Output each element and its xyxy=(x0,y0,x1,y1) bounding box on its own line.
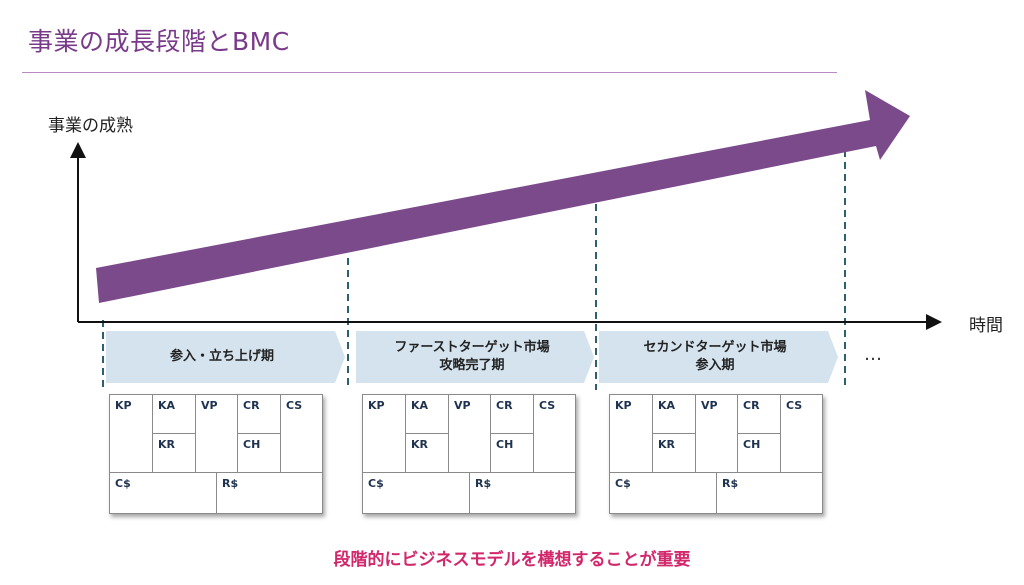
bmc-ka: KA xyxy=(653,395,696,434)
bmc-cost: C$ xyxy=(363,473,470,513)
bmc-canvas-2: KP KA KR VP CR CH CS C$ R$ xyxy=(362,394,576,514)
bmc-ch: CH xyxy=(738,434,781,473)
phase-chevron-1 xyxy=(106,331,345,383)
bmc-ka: KA xyxy=(153,395,196,434)
growth-arrow xyxy=(96,90,910,303)
bmc-revenue: R$ xyxy=(722,477,739,490)
bmc-kp: KP xyxy=(610,395,653,473)
bmc-ch: CH xyxy=(238,434,281,473)
bmc-kr: KR xyxy=(406,434,449,473)
x-axis-label: 時間 xyxy=(969,316,1003,336)
y-axis-label: 事業の成熟 xyxy=(48,116,133,136)
continuation-ellipsis: … xyxy=(864,344,884,365)
bmc-cr: CR xyxy=(491,395,534,434)
bmc-canvas-1: KP KA KR VP CR CH CS C$ R$ xyxy=(109,394,323,514)
phase-label-3: セカンドターゲット市場 参入期 xyxy=(643,340,787,373)
bmc-ch: CH xyxy=(491,434,534,473)
bmc-cost: C$ xyxy=(110,473,217,513)
bmc-kr: KR xyxy=(653,434,696,473)
bmc-vp: VP xyxy=(196,395,238,473)
page-title: 事業の成長段階とBMC xyxy=(28,27,290,56)
bmc-vp: VP xyxy=(449,395,491,473)
phase-label-2: ファーストターゲット市場 攻略完了期 xyxy=(394,340,550,373)
bmc-cr: CR xyxy=(238,395,281,434)
bmc-cost: C$ xyxy=(610,473,717,513)
phase-chevron-3 xyxy=(599,331,838,383)
bmc-kp: KP xyxy=(363,395,406,473)
bmc-cs: CS xyxy=(534,395,575,473)
bmc-cs: CS xyxy=(281,395,322,473)
bmc-kp: KP xyxy=(110,395,153,473)
bmc-cs: CS xyxy=(781,395,822,473)
bmc-cr: CR xyxy=(738,395,781,434)
bmc-canvas-3: KP KA KR VP CR CH CS C$ R$ xyxy=(609,394,823,514)
bmc-revenue: R$ xyxy=(222,477,239,490)
phase-label-1: 参入・立ち上げ期 xyxy=(169,349,274,364)
title-divider xyxy=(22,72,837,73)
bmc-vp: VP xyxy=(696,395,738,473)
footer-message: 段階的にビジネスモデルを構想することが重要 xyxy=(333,550,691,570)
bmc-kr: KR xyxy=(153,434,196,473)
bmc-revenue: R$ xyxy=(475,477,492,490)
phase-chevron-2 xyxy=(356,331,594,383)
bmc-ka: KA xyxy=(406,395,449,434)
